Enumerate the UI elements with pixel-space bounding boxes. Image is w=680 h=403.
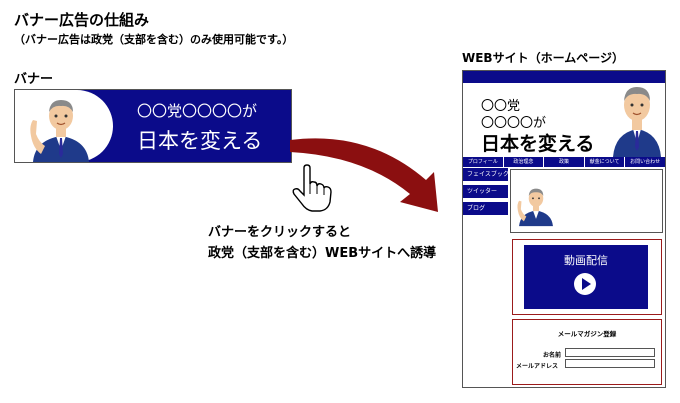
page-subtitle: （バナー広告は政党（支部を含む）のみ使用可能です。） <box>14 33 294 46</box>
nav-item-contact[interactable]: お問い合わせ <box>630 159 661 165</box>
video-player[interactable]: 動画配信 <box>524 245 648 309</box>
site-top-bar <box>463 71 665 83</box>
site-main-image-box <box>510 169 663 233</box>
redirect-arrow <box>290 138 438 212</box>
site-mail-form: メールマガジン登録 お名前 メールアドレス <box>512 319 662 385</box>
banner-section-label: バナー <box>14 72 54 87</box>
email-field[interactable] <box>565 359 655 368</box>
site-nav: プロフィール 政治理念 政策 献金について お問い合わせ <box>463 157 665 167</box>
site-header-line2: 〇〇〇〇が <box>481 116 547 131</box>
site-sidebar: フェイスブック ツイッター ブログ <box>463 168 508 219</box>
side-link-facebook[interactable]: フェイスブック <box>463 168 508 181</box>
banner-line1: 〇〇党〇〇〇〇が <box>137 102 258 120</box>
website-mockup: 〇〇党 〇〇〇〇が 日本を変える プロフィール 政治理念 政策 献金について お… <box>462 70 666 388</box>
video-title: 動画配信 <box>564 254 608 267</box>
name-field-label: お名前 <box>543 352 562 359</box>
name-field[interactable] <box>565 348 655 357</box>
email-field-label: メールアドレス <box>516 363 559 370</box>
mail-form-title: メールマガジン登録 <box>557 330 617 338</box>
side-link-blog[interactable]: ブログ <box>463 202 508 215</box>
site-header-politician <box>613 87 661 157</box>
nav-item-policy[interactable]: 政策 <box>544 157 585 167</box>
site-politician-illustration <box>517 188 553 227</box>
site-header-line3: 日本を変える <box>481 133 595 155</box>
redirect-note-line1: バナーをクリックすると <box>208 225 352 240</box>
politician-illustration <box>30 100 89 162</box>
nav-item-donation[interactable]: 献金について <box>585 157 626 167</box>
hand-cursor-icon <box>292 164 332 212</box>
banner-line2: 日本を変える <box>137 129 263 153</box>
redirect-note: バナーをクリックすると 政党（支部を含む）WEBサイトへ誘導 <box>208 222 436 264</box>
page-title: バナー広告の仕組み <box>14 11 150 29</box>
side-link-twitter[interactable]: ツイッター <box>463 185 508 198</box>
nav-item-philosophy[interactable]: 政治理念 <box>504 157 545 167</box>
play-icon[interactable] <box>574 273 596 295</box>
site-header-line1: 〇〇党 <box>481 99 521 114</box>
website-label: WEBサイト（ホームページ） <box>462 51 624 65</box>
nav-item-profile[interactable]: プロフィール <box>463 157 504 167</box>
site-video-box: 動画配信 <box>512 239 662 315</box>
redirect-note-line2: 政党（支部を含む）WEBサイトへ誘導 <box>208 246 437 261</box>
banner-ad[interactable]: 〇〇党〇〇〇〇が 日本を変える <box>14 89 292 163</box>
